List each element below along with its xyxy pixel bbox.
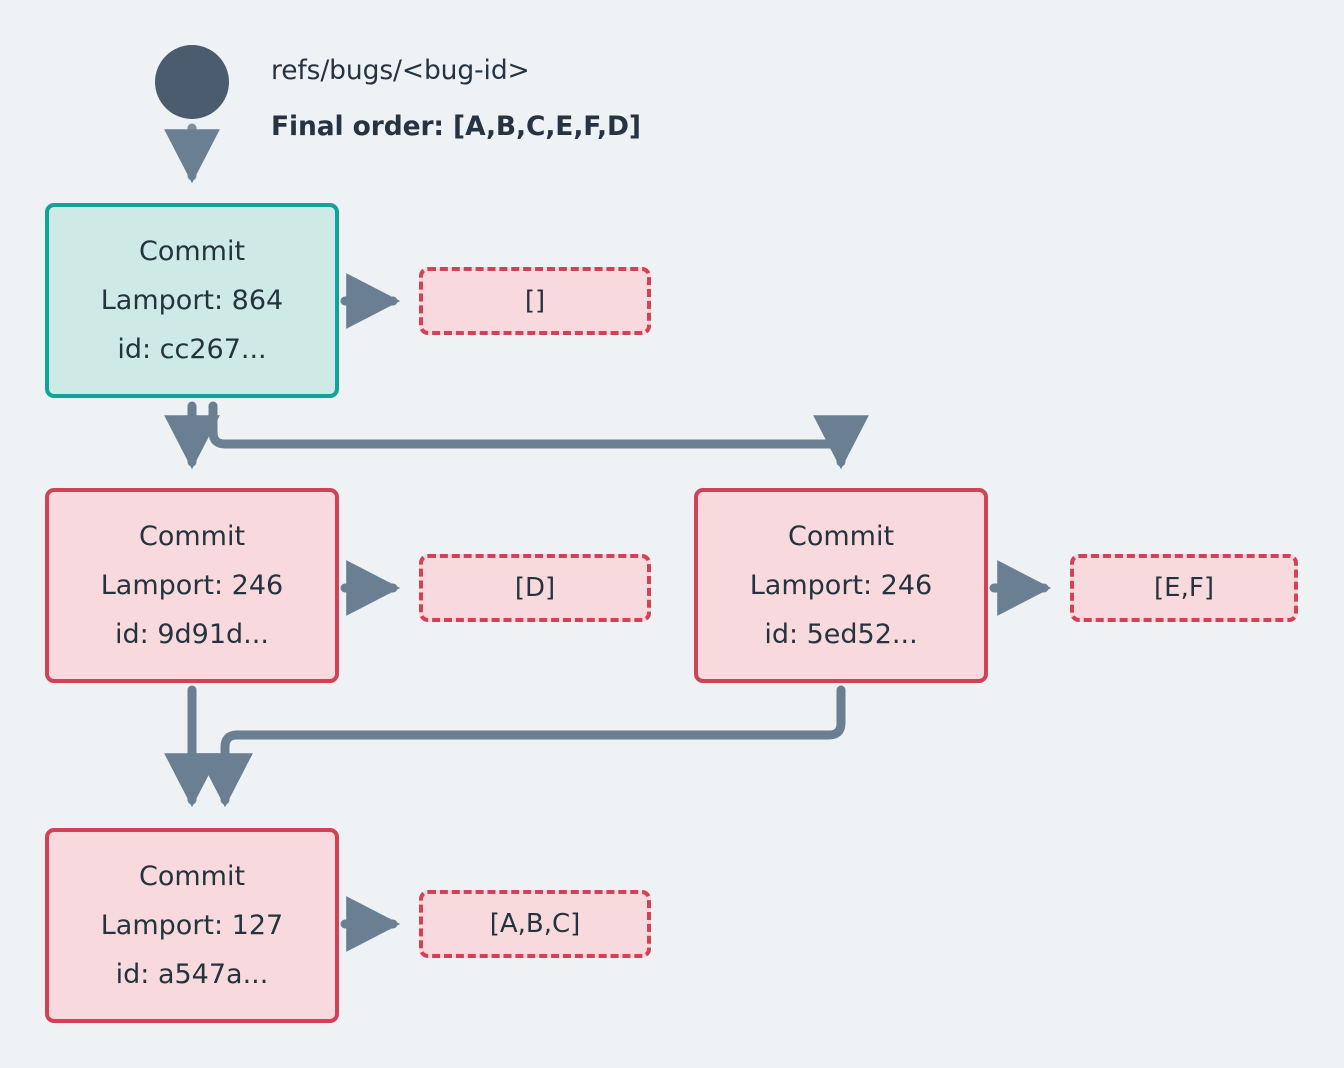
commit-node-a547a[interactable]: Commit Lamport: 127 id: a547a... bbox=[45, 828, 339, 1023]
operations-box-empty[interactable]: [] bbox=[419, 267, 651, 335]
commit-lamport: Lamport: 246 bbox=[100, 570, 284, 601]
commit-lamport: Lamport: 127 bbox=[100, 910, 284, 941]
edge-head-to-ef bbox=[208, 401, 869, 470]
commit-id: id: cc267... bbox=[117, 334, 267, 365]
ref-name-label: refs/bugs/<bug-id> bbox=[271, 55, 530, 86]
root-ref-node[interactable] bbox=[155, 45, 229, 119]
commit-lamport: Lamport: 864 bbox=[100, 285, 284, 316]
commit-id: id: 5ed52... bbox=[764, 619, 918, 650]
operations-box-abc[interactable]: [A,B,C] bbox=[419, 890, 651, 958]
operations-box-ef[interactable]: [E,F] bbox=[1070, 554, 1298, 622]
commit-node-5ed52[interactable]: Commit Lamport: 246 id: 5ed52... bbox=[694, 488, 988, 683]
edge-ef-to-abc bbox=[197, 685, 846, 808]
commit-lamport: Lamport: 246 bbox=[749, 570, 933, 601]
operations-box-d[interactable]: [D] bbox=[419, 554, 651, 622]
commit-title: Commit bbox=[138, 521, 246, 552]
commit-id: id: a547a... bbox=[115, 959, 269, 990]
commit-node-head[interactable]: Commit Lamport: 864 id: cc267... bbox=[45, 203, 339, 398]
commit-title: Commit bbox=[138, 236, 246, 267]
commit-id: id: 9d91d... bbox=[115, 619, 269, 650]
commit-title: Commit bbox=[787, 521, 895, 552]
commit-node-9d91d[interactable]: Commit Lamport: 246 id: 9d91d... bbox=[45, 488, 339, 683]
final-order-label: Final order: [A,B,C,E,F,D] bbox=[271, 111, 641, 142]
commit-title: Commit bbox=[138, 861, 246, 892]
